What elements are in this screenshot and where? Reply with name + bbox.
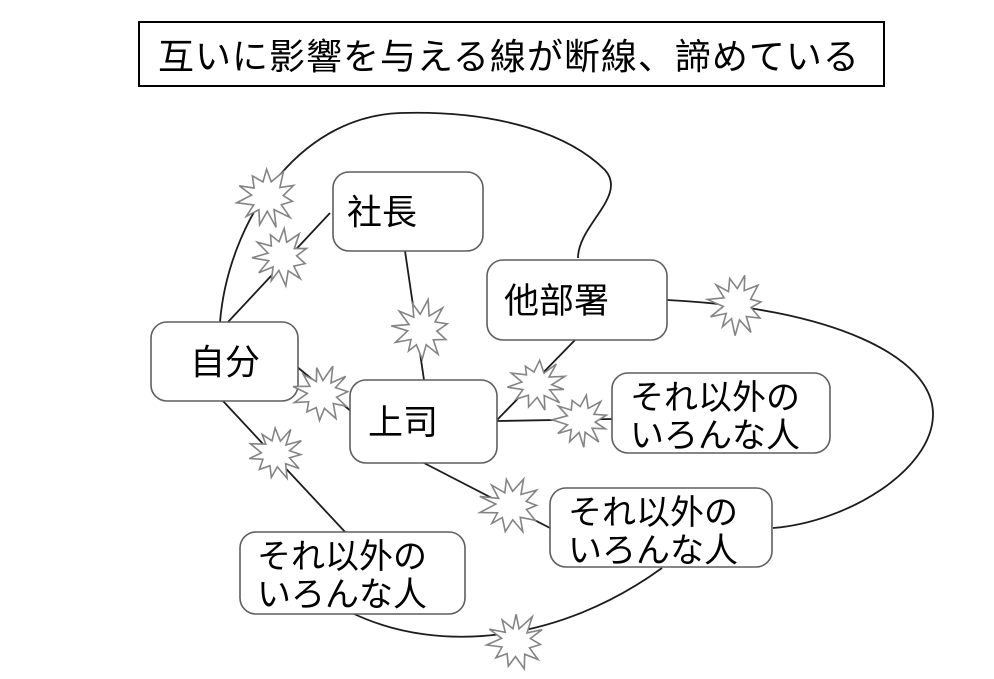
burst-break-icon [291, 365, 350, 424]
node-box[interactable] [150, 321, 299, 402]
node-label: それ以外の [568, 494, 738, 532]
burst-break-icon [248, 425, 304, 481]
node-label: 自分 [190, 344, 260, 383]
burst-break-icon [483, 614, 543, 672]
node-label: いろんな人 [568, 532, 738, 570]
node-label: 社長 [347, 194, 417, 233]
burst-break-icon [704, 274, 764, 336]
node-box[interactable] [239, 531, 466, 615]
node-myself[interactable]: 自分 [150, 321, 299, 402]
node-label: それ以外の [630, 379, 800, 417]
node-label: いろんな人 [630, 417, 800, 455]
node-label: いろんな人 [257, 576, 427, 614]
title-box: 互いに影響を与える線が断線、諦めている [138, 21, 885, 87]
burst-break-icon [507, 358, 568, 411]
node-other-department[interactable]: 他部署 [486, 259, 668, 341]
node-president[interactable]: 社長 [332, 171, 484, 252]
node-label: それ以外の [257, 538, 427, 576]
title-text: 互いに影響を与える線が断線、諦めている [158, 36, 860, 77]
node-label: 上司 [368, 404, 438, 443]
burst-break-icon [251, 225, 309, 289]
node-boss[interactable]: 上司 [349, 379, 498, 464]
node-box[interactable] [486, 259, 668, 341]
edge-other-department-others-bottom [666, 299, 934, 529]
burst-break-icon [549, 392, 609, 448]
node-label: 他部署 [504, 282, 609, 321]
node-box[interactable] [349, 379, 498, 464]
burst-break-icon [476, 476, 540, 535]
node-box[interactable] [611, 372, 831, 454]
burst-break-icon [233, 166, 296, 228]
burst-break-icon [390, 296, 450, 362]
bursts [233, 166, 764, 672]
node-box[interactable] [332, 171, 484, 252]
node-box[interactable] [549, 487, 773, 568]
